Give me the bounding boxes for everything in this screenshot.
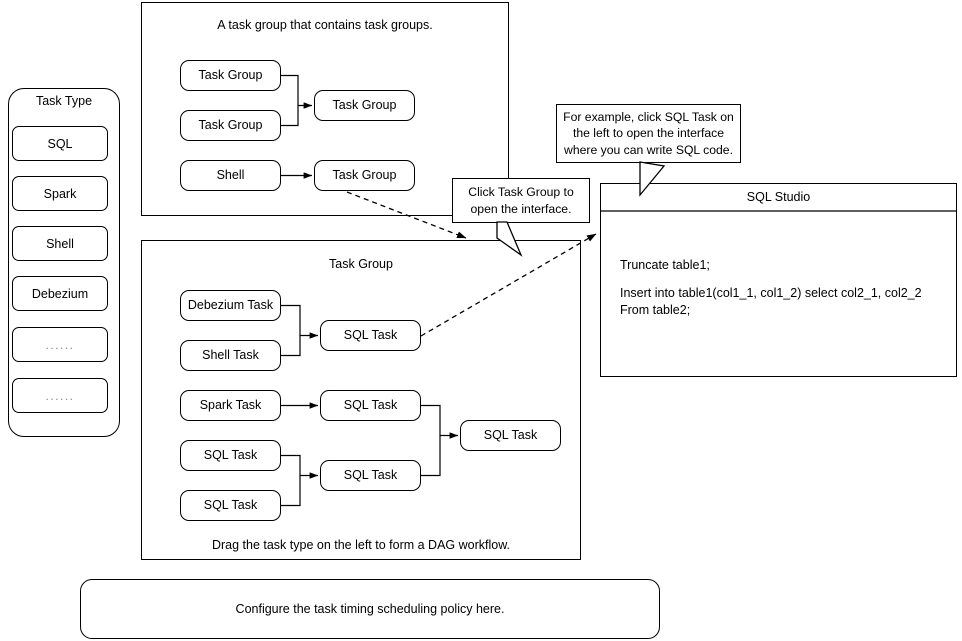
- node-top-task-group-merged[interactable]: Task Group: [314, 90, 415, 121]
- scheduler-bar[interactable]: [80, 579, 660, 639]
- node-sql-task-final[interactable]: SQL Task: [460, 420, 561, 451]
- task-group-panel-title: Task Group: [329, 257, 393, 271]
- node-sql-task-1[interactable]: SQL Task: [320, 320, 421, 351]
- task-type-item-more-1[interactable]: ......: [12, 327, 108, 362]
- node-sql-task-3[interactable]: SQL Task: [180, 440, 281, 471]
- sql-statement-2: Insert into table1(col1_1, col1_2) selec…: [620, 286, 922, 317]
- node-top-task-group-1[interactable]: Task Group: [180, 60, 281, 91]
- nested-task-group-caption: A task group that contains task groups.: [217, 18, 433, 32]
- node-shell-task[interactable]: Shell Task: [180, 340, 281, 371]
- task-type-item-sql[interactable]: SQL: [12, 126, 108, 161]
- task-type-item-more-2[interactable]: ......: [12, 378, 108, 413]
- sql-statement-1: Truncate table1;: [620, 258, 710, 272]
- node-spark-task[interactable]: Spark Task: [180, 390, 281, 421]
- callout-task-group: Click Task Group to open the interface.: [452, 178, 590, 223]
- task-group-panel-caption: Drag the task type on the left to form a…: [211, 538, 511, 552]
- node-debezium-task[interactable]: Debezium Task: [180, 290, 281, 321]
- node-sql-task-5[interactable]: SQL Task: [320, 460, 421, 491]
- node-sql-task-4[interactable]: SQL Task: [180, 490, 281, 521]
- node-top-task-group-2[interactable]: Task Group: [180, 110, 281, 141]
- task-type-item-shell[interactable]: Shell: [12, 226, 108, 261]
- task-type-panel-title: Task Type: [35, 94, 93, 108]
- task-type-item-spark[interactable]: Spark: [12, 176, 108, 211]
- sql-studio-title: SQL Studio: [746, 190, 811, 204]
- sql-studio-panel: [600, 183, 957, 377]
- scheduler-bar-label: Configure the task timing scheduling pol…: [235, 602, 505, 616]
- node-top-shell[interactable]: Shell: [180, 160, 281, 191]
- task-type-item-debezium[interactable]: Debezium: [12, 276, 108, 311]
- node-top-task-group-3[interactable]: Task Group: [314, 160, 415, 191]
- callout-sql-task: For example, click SQL Task on the left …: [556, 104, 741, 163]
- node-sql-task-2[interactable]: SQL Task: [320, 390, 421, 421]
